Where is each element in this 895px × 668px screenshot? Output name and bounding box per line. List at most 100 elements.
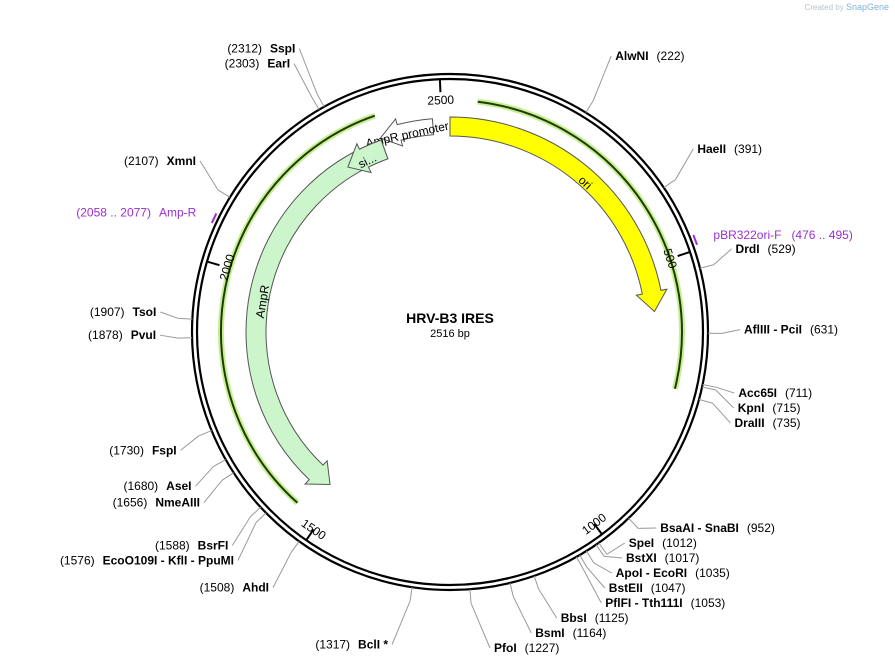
site-position: (1907)	[90, 305, 125, 319]
site-label-bsaai-snabi[interactable]: BsaAI - SnaBI (952)	[660, 521, 775, 535]
site-enzyme: PflFI - Tth111I	[605, 596, 682, 610]
restriction-sites: AlwNI(222) HaeII(391) DrdI(529) AflIII - Pc…	[60, 42, 838, 655]
site-label-alwni[interactable]: AlwNI(222)	[615, 49, 684, 63]
site-label-kpni[interactable]: KpnI(715)	[738, 401, 801, 415]
site-label-bsmi[interactable]: BsmI (1164)	[535, 626, 606, 640]
tick-1500	[305, 528, 315, 541]
site-leader-kpni	[715, 389, 735, 409]
site-label-xmni[interactable]: (2107)XmnI	[124, 154, 196, 168]
highlight-arc-0	[477, 100, 683, 390]
site-label-bsrfi[interactable]: (1588)BsrFI	[155, 538, 228, 552]
site-enzyme: XmnI	[167, 154, 196, 168]
feature-label-ampr: AmpR	[253, 284, 272, 319]
primer-range: (476 .. 495)	[791, 228, 852, 242]
site-label-bstxi[interactable]: BstXI (1017)	[626, 551, 699, 565]
site-label-nmeaiii[interactable]: (1656) NmeAIII	[113, 496, 200, 510]
site-tick-ahdi	[290, 541, 300, 553]
site-enzyme: Acc65I	[738, 386, 777, 400]
site-label-fspi[interactable]: (1730) FspI	[109, 443, 176, 457]
plasmid-backbone	[190, 72, 710, 592]
site-label-afliii-pcii[interactable]: AflIII - PciI(631)	[744, 323, 838, 337]
site-position: (1017)	[665, 551, 700, 565]
site-label-asei[interactable]: (1680)AseI	[123, 479, 191, 493]
primer-range: (2058 .. 2077)	[76, 206, 151, 220]
site-leader-haeii	[674, 148, 694, 180]
site-enzyme: BbsI	[561, 611, 587, 625]
primer-name: pBR322ori-F	[713, 228, 781, 242]
site-position: (1878)	[88, 328, 123, 342]
site-enzyme: EarI	[267, 57, 290, 71]
site-tick-pfoi	[469, 589, 472, 604]
site-enzyme: TsoI	[133, 305, 157, 319]
site-label-acc65i[interactable]: Acc65I(711)	[738, 386, 812, 400]
site-label-eari[interactable]: (2303)EarI	[225, 57, 290, 71]
site-position: (222)	[657, 49, 685, 63]
site-label-sspi[interactable]: (2312)SspI	[227, 42, 295, 56]
site-label-pvui[interactable]: (1878)PvuI	[88, 328, 156, 342]
site-enzyme: BsrFI	[198, 538, 229, 552]
site-enzyme: BstEII	[609, 581, 643, 595]
site-label-apoi-ecori[interactable]: ApoI - EcoRI(1035)	[616, 566, 730, 580]
site-position: (952)	[747, 521, 775, 535]
site-enzyme: PfoI	[494, 641, 517, 655]
site-tick-ecoo109i-kfli-ppumi	[255, 512, 267, 524]
site-tick-tsoi	[178, 317, 193, 320]
site-leader-pflfi-tth111i	[582, 568, 602, 604]
site-leader-ecoo109i-kfli-ppumi	[237, 522, 257, 561]
site-enzyme: EcoO109I - KflI - PpuMI	[103, 553, 234, 567]
site-position: (1656)	[113, 496, 148, 510]
site-position: (1730)	[109, 443, 144, 457]
site-tick-drdi	[699, 264, 714, 269]
plasmid-name: HRV-B3 IRES	[406, 310, 494, 326]
site-leader-bcli	[391, 600, 411, 645]
site-position: (735)	[773, 416, 801, 430]
site-enzyme: BstXI	[626, 551, 657, 565]
site-enzyme: SpeI	[629, 536, 654, 550]
site-enzyme: BsmI	[535, 626, 564, 640]
site-leader-ahdi	[272, 552, 292, 588]
site-tick-sspi	[316, 94, 325, 108]
site-leader-pfoi	[470, 602, 491, 649]
site-enzyme: FspI	[152, 443, 177, 457]
site-label-spei[interactable]: SpeI(1012)	[629, 536, 697, 550]
site-label-haeii[interactable]: HaeII(391)	[697, 142, 762, 156]
site-enzyme: ApoI - EcoRI	[616, 566, 687, 580]
site-leader-afliii-pcii	[721, 329, 741, 334]
site-enzyme: DrdI	[736, 242, 760, 256]
site-tick-xmni	[217, 189, 231, 198]
primer-label-amp-r[interactable]: (2058 .. 2077) Amp-R	[76, 206, 196, 220]
site-enzyme: AflIII - PciI	[744, 323, 802, 337]
site-label-ecoo109i-kfli-ppumi[interactable]: (1576)EcoO109I - KflI - PpuMI	[60, 553, 234, 567]
site-tick-asei	[213, 459, 226, 467]
site-label-drdi[interactable]: DrdI(529)	[736, 242, 796, 256]
site-tick-bstxi	[595, 544, 605, 557]
site-leader-tsoi	[160, 311, 179, 319]
site-position: (1680)	[123, 479, 158, 493]
site-position: (1317)	[315, 638, 350, 652]
site-enzyme: BsaAI - SnaBI	[660, 521, 739, 535]
site-label-draiii[interactable]: DraIII(735)	[735, 416, 801, 430]
site-label-bbsi[interactable]: BbsI(1125)	[561, 611, 629, 625]
primer-mark-amp-r[interactable]	[210, 213, 218, 224]
plasmid-length: 2516 bp	[430, 328, 470, 340]
credit-brand: SnapGene	[845, 2, 889, 12]
feature-ampr-promoter[interactable]	[379, 117, 435, 147]
feature-signal-sequence[interactable]	[347, 139, 389, 174]
site-position: (1164)	[573, 626, 607, 640]
primer-mark-pbr322ori-f[interactable]	[692, 234, 698, 246]
site-label-pfoi[interactable]: PfoI(1227)	[494, 641, 559, 655]
site-label-bcli[interactable]: (1317)BclI *	[315, 638, 388, 652]
primer-sites: pBR322ori-F (476 .. 495) (2058 .. 2077) Amp…	[76, 206, 853, 246]
site-label-ahdi[interactable]: (1508)AhdI	[200, 581, 269, 595]
site-label-tsoi[interactable]: (1907) TsoI	[90, 305, 156, 319]
site-label-pflfi-tth111i[interactable]: PflFI - Tth111I (1053)	[605, 596, 725, 610]
site-leader-nmeaiii	[203, 480, 223, 503]
site-label-bsteii[interactable]: BstEII(1047)	[609, 581, 686, 595]
site-position: (1053)	[691, 596, 726, 610]
site-enzyme: NmeAIII	[155, 496, 200, 510]
site-leader-xmni	[199, 160, 219, 191]
feature-ori[interactable]	[449, 116, 668, 313]
primer-name: Amp-R	[159, 206, 197, 220]
site-tick-bsrfi	[250, 506, 261, 518]
primer-label-pbr322ori-f[interactable]: pBR322ori-F (476 .. 495)	[713, 228, 852, 242]
